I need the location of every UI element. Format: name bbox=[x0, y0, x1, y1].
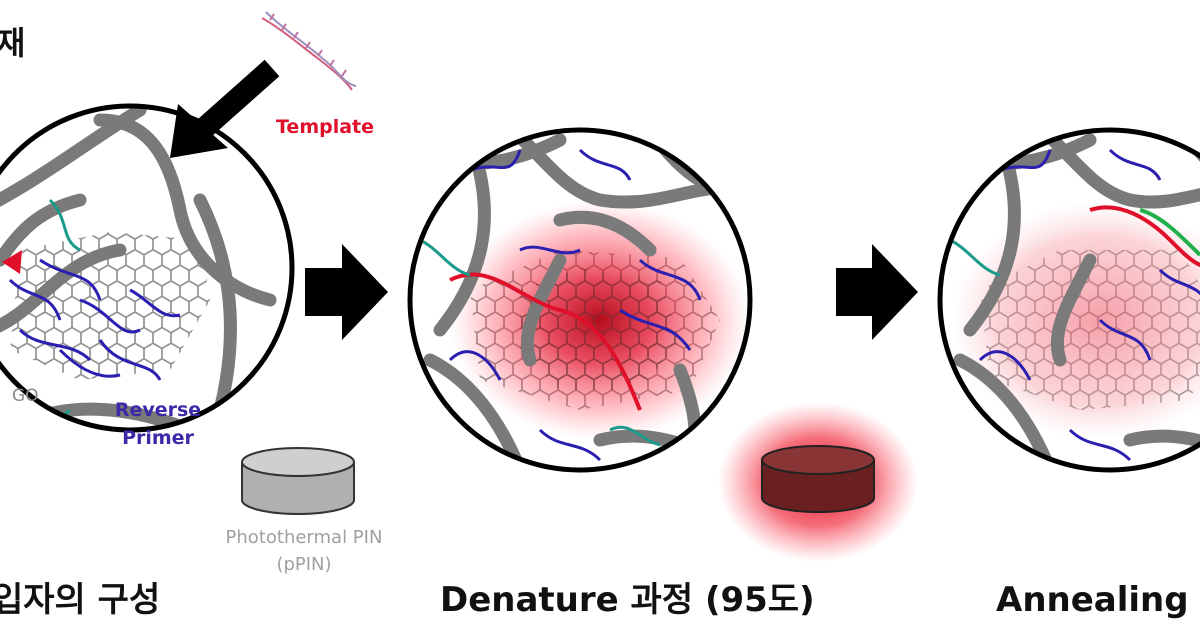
particle-circle-2 bbox=[407, 127, 753, 473]
pin-label-line1: Photothermal PIN bbox=[225, 527, 383, 548]
template-marker bbox=[2, 250, 22, 274]
go-label: GO bbox=[12, 386, 39, 406]
teal-strand bbox=[48, 198, 81, 252]
reverse-label: Reverse bbox=[114, 399, 202, 421]
photothermal-pin-label: Photothermal PIN (pPIN) bbox=[184, 524, 424, 578]
teal-strand bbox=[949, 238, 1001, 277]
reverse-primer-strands bbox=[8, 258, 181, 381]
template-label: Template bbox=[276, 116, 375, 138]
particle-circle-1 bbox=[0, 103, 295, 433]
process-arrow-2 bbox=[836, 244, 918, 340]
insert-arrow bbox=[170, 59, 280, 158]
template-dna-icon bbox=[261, 11, 357, 91]
particle-composition-view bbox=[0, 106, 292, 430]
denature-view bbox=[410, 130, 750, 470]
particle-circle-3 bbox=[937, 127, 1200, 473]
primer-label: Primer bbox=[122, 427, 194, 449]
caption-composition: 입자의 구성 bbox=[0, 580, 161, 620]
header-text: 재 bbox=[0, 24, 26, 62]
photothermal-pin-icon bbox=[241, 447, 355, 515]
reverse-primer-label: Reverse Primer bbox=[108, 396, 208, 452]
pin-label-line2: (pPIN) bbox=[276, 554, 332, 575]
template-strand bbox=[1089, 205, 1200, 271]
caption-annealing: Annealing 과 bbox=[996, 580, 1200, 620]
process-arrow-1 bbox=[305, 244, 388, 340]
annealing-view bbox=[940, 130, 1200, 470]
primer-strands bbox=[978, 148, 1200, 462]
teal-strand bbox=[609, 425, 661, 447]
heated-pin-icon bbox=[718, 402, 918, 562]
teal-strand bbox=[419, 238, 471, 277]
template-strand bbox=[449, 272, 642, 411]
extension-strand bbox=[1139, 208, 1200, 257]
caption-denature: Denature 과정 (95도) bbox=[440, 580, 815, 620]
